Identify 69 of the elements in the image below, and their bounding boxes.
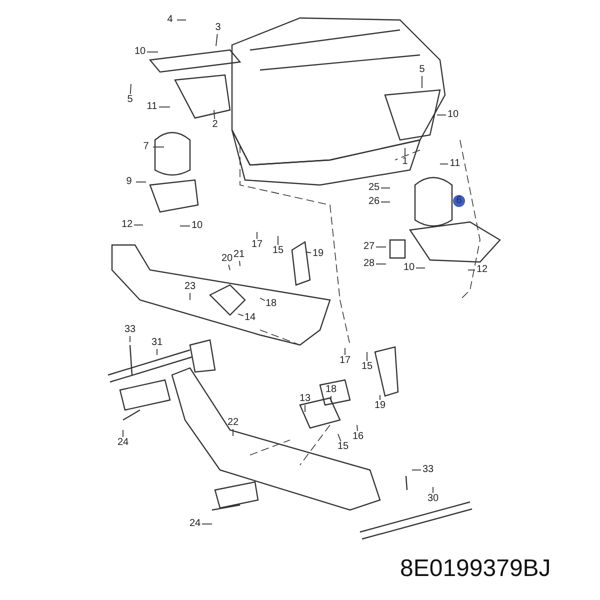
callout-number: 15 — [337, 442, 349, 452]
callout-number: 27 — [363, 242, 375, 252]
callout-number: 4 — [167, 15, 173, 25]
callout-number: 19 — [312, 249, 324, 259]
leader-line — [238, 314, 244, 316]
leader-line — [214, 110, 216, 120]
callout-number: 33 — [422, 465, 434, 475]
callout-number: 20 — [221, 254, 233, 264]
callout-number: 21 — [233, 250, 245, 260]
leader-line — [436, 114, 446, 116]
callout-number: 19 — [374, 401, 386, 411]
callout-number: 12 — [121, 220, 133, 230]
leader-line — [260, 298, 266, 302]
callout-number: 23 — [184, 282, 196, 292]
leader-line — [156, 348, 158, 356]
callout-number: 16 — [352, 432, 364, 442]
callout-number: 18 — [265, 299, 277, 309]
callout-number: 11 — [146, 102, 158, 112]
callout-number: 15 — [272, 246, 284, 256]
callout-number: 14 — [244, 313, 256, 323]
callout-number: 6 — [453, 195, 465, 207]
leader-line — [376, 246, 386, 248]
leader-line — [228, 264, 230, 270]
callout-number: 13 — [299, 394, 311, 404]
callout-number: 18 — [325, 385, 337, 395]
leader-line — [256, 232, 258, 240]
callout-number: 17 — [251, 240, 263, 250]
callout-number: 25 — [368, 183, 380, 193]
leader-line — [330, 396, 332, 402]
leader-line — [366, 352, 368, 362]
callout-number: 22 — [227, 418, 239, 428]
callout-number: 12 — [476, 265, 488, 275]
callout-number: 5 — [419, 65, 425, 75]
leader-line — [122, 430, 124, 438]
callout-number: 15 — [361, 362, 373, 372]
callout-number: 9 — [126, 177, 132, 187]
callout-number: 26 — [368, 197, 380, 207]
callout-number: 10 — [134, 47, 146, 57]
leader-line — [239, 260, 240, 266]
callout-number: 3 — [215, 23, 221, 33]
leader-line — [338, 434, 342, 442]
leader-line — [130, 84, 132, 94]
callout-number: 30 — [427, 494, 439, 504]
callout-number: 28 — [363, 259, 375, 269]
leader-line — [356, 424, 358, 432]
callout-number: 10 — [403, 263, 415, 273]
leader-line — [232, 428, 234, 436]
callout-number: 33 — [124, 325, 136, 335]
leader-line — [216, 34, 218, 46]
leader-line — [306, 252, 312, 254]
callout-number: 7 — [143, 142, 149, 152]
leader-line — [432, 486, 434, 494]
callout-number: 24 — [117, 438, 129, 448]
leader-line — [344, 348, 346, 356]
leader-line — [404, 148, 406, 156]
callout-number: 31 — [151, 338, 163, 348]
callout-number: 5 — [127, 95, 133, 105]
leader-line — [152, 146, 164, 148]
callout-number: 1 — [402, 157, 408, 167]
callout-number: 10 — [447, 110, 459, 120]
callout-number: 17 — [339, 356, 351, 366]
callout-number: 24 — [189, 519, 201, 529]
leader-line — [304, 404, 306, 412]
part-number: 8E0199379BJ — [400, 555, 551, 583]
callout-number: 11 — [450, 159, 460, 169]
callout-number: 2 — [212, 120, 218, 130]
callout-number: 10 — [191, 221, 203, 231]
leader-line — [134, 224, 144, 226]
leader-line — [158, 106, 170, 108]
